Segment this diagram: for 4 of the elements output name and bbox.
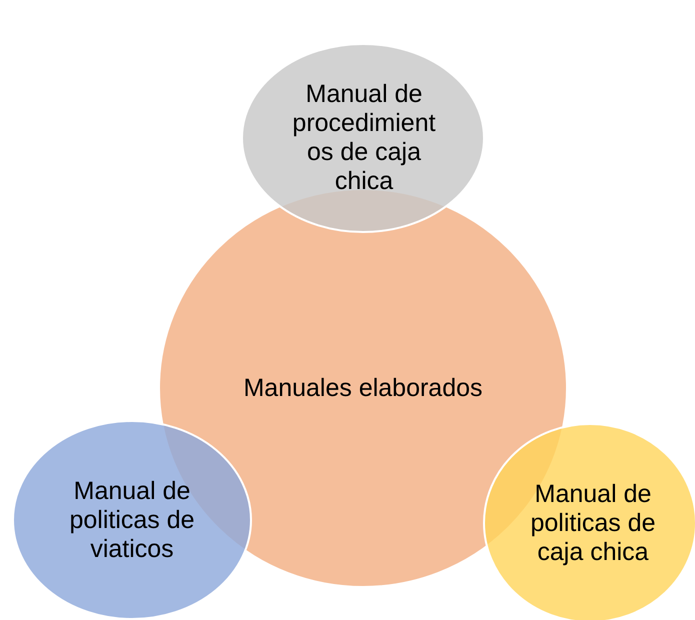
- circle-label: Manual de politicas de viaticos: [68, 476, 196, 564]
- circle-label: Manuales elaborados: [242, 374, 484, 402]
- circle-label: Manual de politicas de caja chica: [529, 480, 657, 566]
- circle-label: Manual de procedimientos de caja chica: [291, 80, 437, 196]
